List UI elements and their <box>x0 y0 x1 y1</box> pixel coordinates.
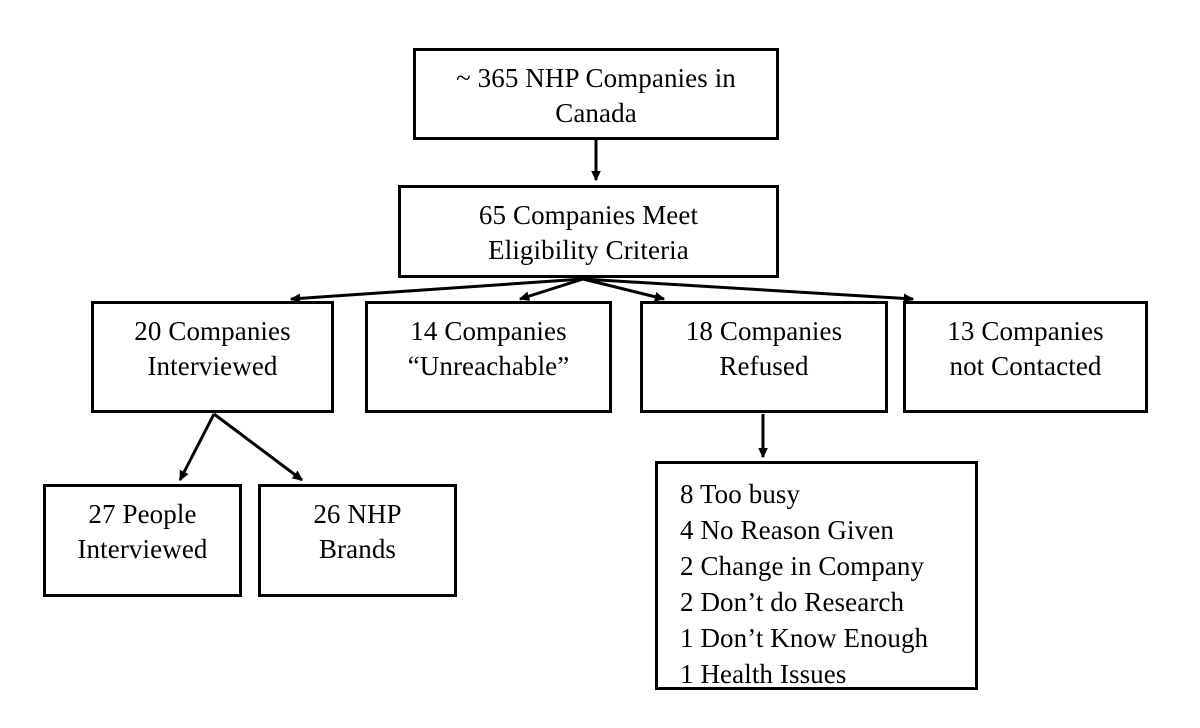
node-not-contacted-line-2: not Contacted <box>949 351 1102 381</box>
reason-item-3: 2 Change in Company <box>680 551 925 581</box>
node-people-line-2: Interviewed <box>77 534 208 564</box>
node-brands-line-2: Brands <box>318 534 397 564</box>
node-interviewed-line-2: Interviewed <box>147 351 278 381</box>
reason-item-6: 1 Health Issues <box>680 659 847 689</box>
node-total-companies[interactable]: ~ 365 NHP Companies in Canada <box>413 48 779 140</box>
node-eligible-line-2: Eligibility Criteria <box>488 235 689 265</box>
reason-item-1: 8 Too busy <box>680 479 801 509</box>
edge-eligible-to-refused <box>582 277 666 302</box>
node-eligible-line-1: 65 Companies Meet <box>478 200 699 230</box>
node-nhp-brands[interactable]: 26 NHP Brands <box>258 484 457 597</box>
node-people-line-1: 27 People <box>88 499 197 529</box>
node-interviewed-line-1: 20 Companies <box>134 316 291 346</box>
node-eligible-companies[interactable]: 65 Companies Meet Eligibility Criteria <box>398 185 779 278</box>
node-companies-refused[interactable]: 18 Companies Refused <box>640 301 888 413</box>
node-people-interviewed[interactable]: 27 People Interviewed <box>43 484 242 597</box>
node-total-line-2: Canada <box>555 98 637 128</box>
node-companies-unreachable[interactable]: 14 Companies “Unreachable” <box>365 301 612 413</box>
reason-item-2: 4 No Reason Given <box>680 515 894 545</box>
node-refused-line-2: Refused <box>719 351 809 381</box>
node-refusal-reasons[interactable]: 8 Too busy 4 No Reason Given 2 Change in… <box>655 461 978 690</box>
node-brands-line-1: 26 NHP <box>313 499 402 529</box>
edge-eligible-to-interviewed <box>289 277 584 304</box>
edge-interviewed-to-people <box>178 413 216 482</box>
reason-item-5: 1 Don’t Know Enough <box>680 623 929 653</box>
reason-item-4: 2 Don’t do Research <box>680 587 905 617</box>
node-refused-line-1: 18 Companies <box>685 316 843 346</box>
edge-eligible-to-unreachable <box>518 277 584 301</box>
node-unreachable-line-1: 14 Companies <box>410 316 567 346</box>
node-companies-interviewed[interactable]: 20 Companies Interviewed <box>91 301 334 413</box>
node-not-contacted-line-1: 13 Companies <box>947 316 1104 346</box>
edge-interviewed-to-brands <box>213 412 303 482</box>
node-total-line-1: ~ 365 NHP Companies in <box>456 63 736 93</box>
node-companies-not-contacted[interactable]: 13 Companies not Contacted <box>903 301 1148 413</box>
node-unreachable-line-2: “Unreachable” <box>407 351 570 381</box>
edge-eligible-to-not-contacted <box>582 277 915 304</box>
